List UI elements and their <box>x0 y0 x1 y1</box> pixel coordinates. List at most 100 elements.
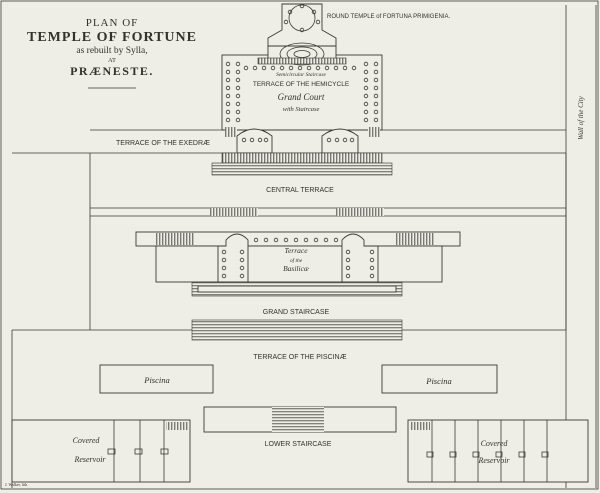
label-engraver: J. Walker, lith. <box>5 482 28 488</box>
label-covered-left-1: Covered <box>73 436 101 445</box>
label-terrace-basilica-3: Basilicæ <box>283 264 309 273</box>
column-mark <box>221 249 227 255</box>
column-mark <box>333 65 339 71</box>
column-mark <box>225 61 231 67</box>
column-mark <box>303 237 309 243</box>
column-mark <box>225 77 231 83</box>
column-mark <box>225 93 231 99</box>
column-mark <box>351 65 357 71</box>
column-mark <box>279 65 285 71</box>
column-mark <box>342 137 348 143</box>
covered-reservoir-right <box>407 419 589 483</box>
column-mark <box>225 69 231 75</box>
label-grand-staircase: GRAND STAIRCASE <box>263 309 330 316</box>
column-mark <box>363 109 369 115</box>
column-mark <box>326 137 332 143</box>
column-mark <box>252 65 258 71</box>
label-terrace-piscinae: TERRACE OF THE PISCINÆ <box>253 354 346 361</box>
title-line-2: TEMPLE OF FORTUNE <box>27 30 197 45</box>
column-mark <box>239 273 245 279</box>
column-mark <box>241 137 247 143</box>
column-mark <box>324 65 330 71</box>
column-mark <box>363 101 369 107</box>
label-semicircular-staircase: Semicircular Staircase <box>276 72 326 78</box>
column-mark <box>261 65 267 71</box>
title-line-4: AT <box>108 57 116 64</box>
label-grand-court-1: Grand Court <box>278 92 325 102</box>
label-central-terrace: CENTRAL TERRACE <box>266 187 334 194</box>
column-mark <box>363 93 369 99</box>
label-lower-staircase: LOWER STAIRCASE <box>265 441 332 448</box>
column-mark <box>345 273 351 279</box>
piscina-right-basin <box>381 364 498 394</box>
label-covered-right-2: Reservoir <box>477 456 510 465</box>
column-mark <box>253 237 259 243</box>
column-mark <box>373 61 379 67</box>
column-mark <box>243 65 249 71</box>
column-mark <box>239 249 245 255</box>
column-mark <box>257 137 263 143</box>
column-mark <box>323 237 329 243</box>
column-mark <box>363 117 369 123</box>
label-piscina-left: Piscina <box>143 375 170 385</box>
column-mark <box>293 237 299 243</box>
column-mark <box>225 101 231 107</box>
column-mark <box>249 137 255 143</box>
column-mark <box>333 237 339 243</box>
title-line-5: PRÆNESTE. <box>70 64 154 78</box>
label-covered-left-2: Reservoir <box>73 455 106 464</box>
column-mark <box>369 265 375 271</box>
column-mark <box>345 249 351 255</box>
basilica-terrace <box>135 231 461 341</box>
label-terrace-basilica-2: of the <box>290 257 303 264</box>
column-mark <box>297 65 303 71</box>
column-mark <box>235 93 241 99</box>
column-mark <box>373 69 379 75</box>
column-mark <box>369 249 375 255</box>
column-mark <box>235 69 241 75</box>
column-mark <box>363 69 369 75</box>
column-mark <box>342 65 348 71</box>
column-mark <box>373 109 379 115</box>
column-mark <box>315 65 321 71</box>
central-terrace <box>89 153 567 330</box>
column-mark <box>235 77 241 83</box>
column-mark <box>288 65 294 71</box>
column-mark <box>363 85 369 91</box>
column-mark <box>373 77 379 83</box>
column-mark <box>239 257 245 263</box>
column-mark <box>273 237 279 243</box>
column-mark <box>345 257 351 263</box>
column-mark <box>334 137 340 143</box>
column-mark <box>313 237 319 243</box>
column-mark <box>306 65 312 71</box>
column-mark <box>225 117 231 123</box>
label-terrace-exedrae: TERRACE OF THE EXEDRÆ <box>116 140 210 147</box>
exedrae-terrace <box>12 127 566 176</box>
column-mark <box>235 117 241 123</box>
piscina-left-basin <box>99 364 214 394</box>
column-mark <box>235 85 241 91</box>
city-wall <box>565 5 597 488</box>
column-mark <box>235 101 241 107</box>
column-mark <box>263 137 269 143</box>
column-mark <box>221 273 227 279</box>
grand-court <box>221 42 383 131</box>
column-mark <box>263 237 269 243</box>
covered-reservoir-left <box>11 419 191 483</box>
label-terrace-hemicycle: TERRACE OF THE HEMICYCLE <box>253 81 350 88</box>
column-mark <box>235 61 241 67</box>
column-mark <box>225 85 231 91</box>
column-mark <box>363 77 369 83</box>
column-mark <box>373 85 379 91</box>
column-mark <box>235 109 241 115</box>
column-mark <box>373 117 379 123</box>
round-temple <box>267 3 337 47</box>
column-mark <box>369 257 375 263</box>
column-mark <box>270 65 276 71</box>
label-round-temple: ROUND TEMPLE of FORTUNA PRIMIGENIA. <box>327 14 450 20</box>
column-mark <box>349 137 355 143</box>
piscinae-terrace <box>11 329 566 488</box>
label-covered-right-1: Covered <box>481 439 509 448</box>
